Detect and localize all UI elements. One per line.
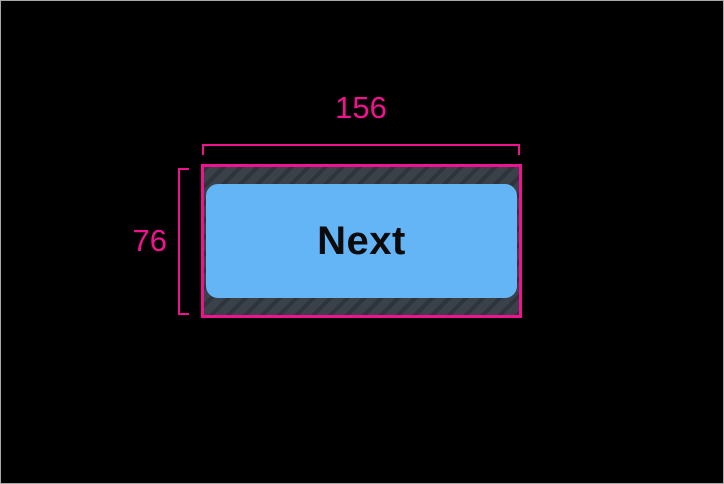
widget-selection-box: Next [201,164,522,318]
width-dimension-bracket [202,144,520,155]
next-button[interactable]: Next [206,184,517,298]
width-dimension-label: 156 [335,90,387,125]
height-dimension-label: 76 [132,223,167,258]
height-dimension-bracket [178,168,189,315]
